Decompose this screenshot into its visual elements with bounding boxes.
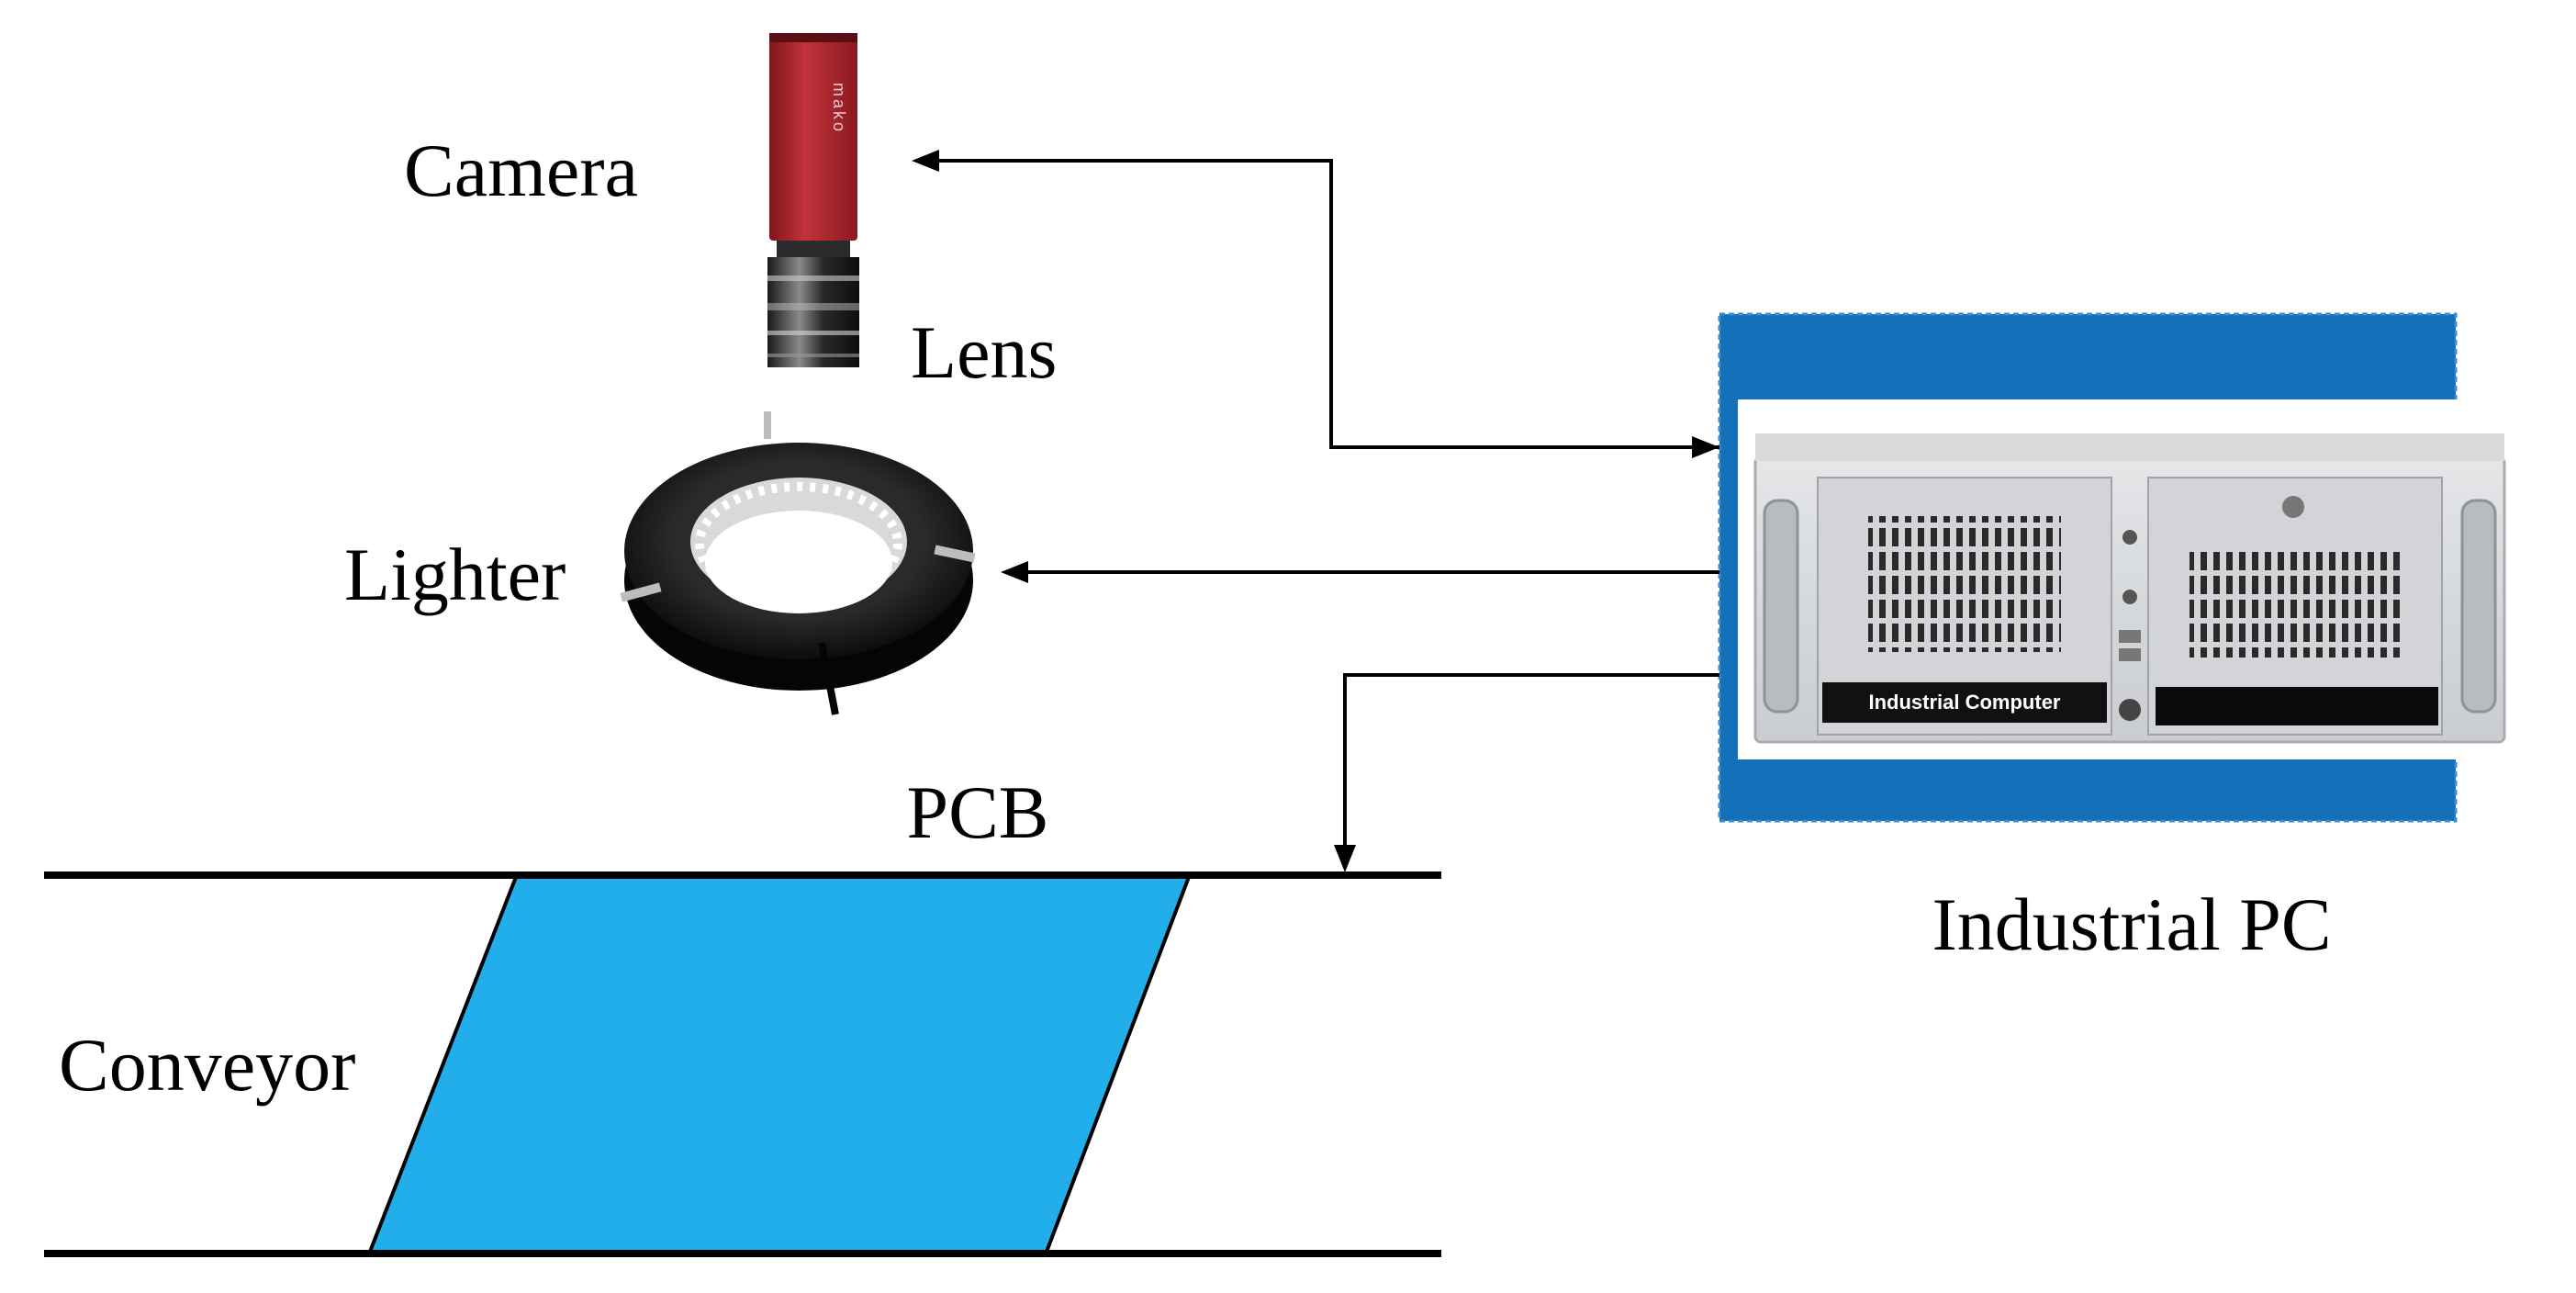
camera-body: [769, 37, 857, 241]
ring-light-icon: [620, 411, 976, 715]
camera-brand: mako: [830, 83, 848, 134]
camera-icon: mako: [769, 33, 857, 241]
arrow-to-pc: [1692, 436, 1719, 458]
lens-icon: [767, 241, 859, 367]
pcb-board: [367, 875, 1192, 1254]
pc-conveyor-link: [1343, 673, 1719, 859]
arrow-to-lighter: [1001, 561, 1028, 583]
industrial-pc-label: Industrial PC: [1932, 883, 2331, 966]
camera-label: Camera: [404, 129, 638, 212]
pcb-label: PCB: [907, 770, 1049, 854]
camera-pc-link: [923, 159, 1719, 449]
conveyor-label: Conveyor: [59, 1023, 355, 1107]
pc-panel-plate: [1822, 682, 2107, 723]
pc-panel-label: Industrial Computer: [1868, 691, 2060, 714]
rack-computer-icon: Industrial Computer: [1718, 312, 2522, 823]
camera-top: [769, 33, 857, 42]
lighter-label: Lighter: [344, 533, 566, 616]
arrow-to-conveyor: [1334, 845, 1356, 872]
arrow-to-camera: [912, 150, 939, 172]
lens-label: Lens: [911, 310, 1057, 394]
